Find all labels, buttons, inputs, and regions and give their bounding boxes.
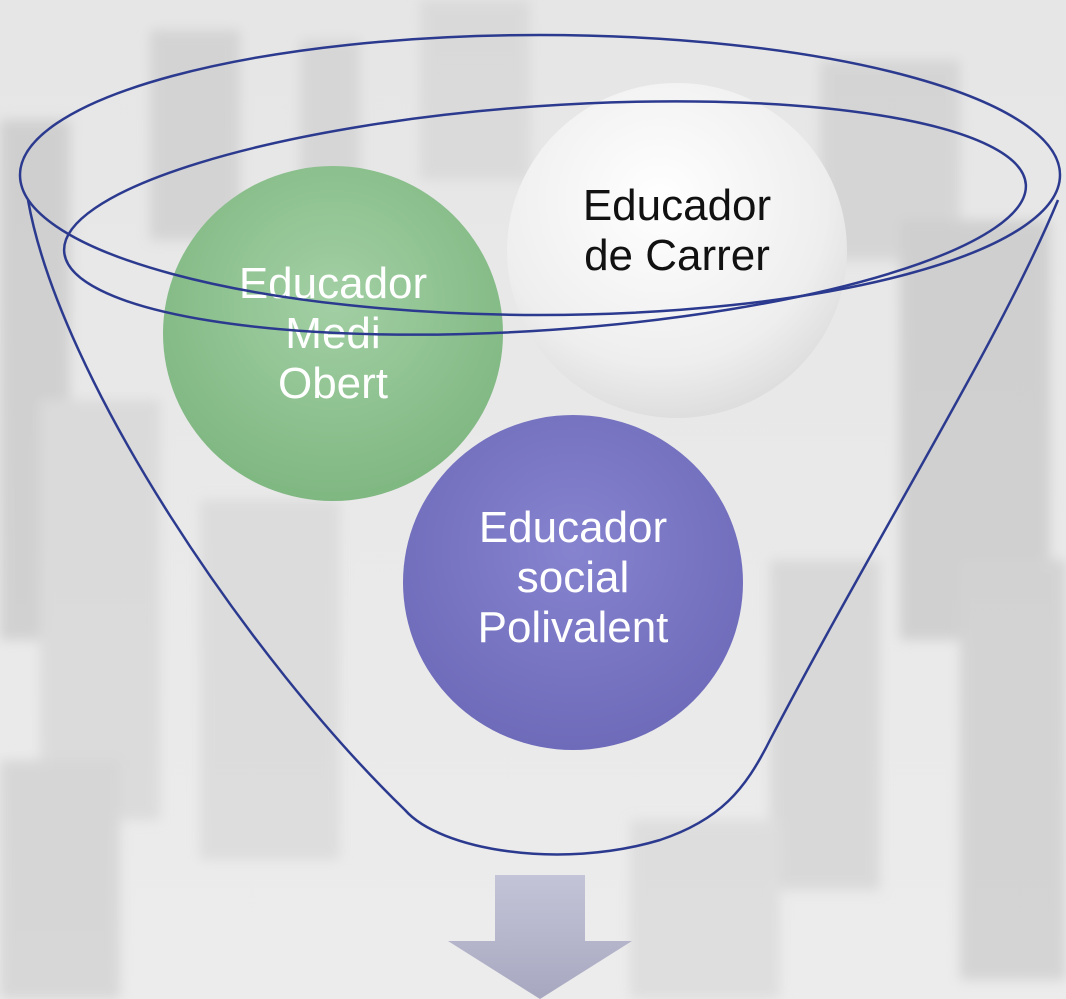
circle-label-medi-obert: Educador Medi Obert — [238, 258, 428, 408]
educador-social-polivalent-circle: Educador social Polivalent — [403, 415, 743, 750]
circle-label-polivalent: Educador social Polivalent — [477, 502, 669, 652]
down-arrow-icon — [448, 875, 632, 999]
circle-label-carrer: Educador de Carrer — [582, 180, 772, 280]
educador-de-carrer-circle: Educador de Carrer — [507, 83, 847, 418]
